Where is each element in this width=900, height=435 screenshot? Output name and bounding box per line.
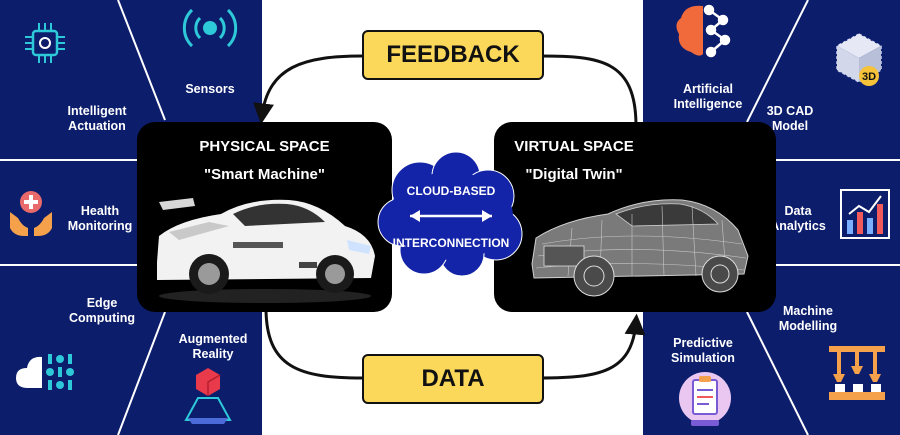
- virtual-space-subtitle: "Digital Twin": [525, 166, 623, 183]
- chip-icon: [25, 23, 65, 63]
- edge-computing-label: Edge Computing: [69, 296, 135, 325]
- health-monitoring-label: Health Monitoring: [67, 204, 133, 233]
- edge-cloud-icon: [16, 354, 74, 390]
- cloud-shape: [377, 151, 523, 276]
- ai-brain-icon: [676, 4, 731, 58]
- health-hands-icon: [10, 191, 52, 236]
- simulation-clipboard-icon: [679, 372, 731, 426]
- data-arrow-left-segment: [264, 307, 363, 380]
- data-arrow-right-segment: [539, 313, 646, 380]
- physical-space-subtitle: "Smart Machine": [204, 166, 325, 183]
- intelligent-actuation-label: Intelligent Actuation: [67, 104, 127, 133]
- physical-space-box: PHYSICAL SPACE "Smart Machine": [137, 122, 392, 312]
- artificial-intelligence-label: Artificial Intelligence: [673, 82, 743, 111]
- physical-space-heading: PHYSICAL SPACE: [199, 138, 330, 155]
- feedback-arrow-right-segment: [539, 54, 638, 127]
- 3d-cad-model-label: 3D CAD Model: [766, 104, 814, 133]
- augmented-reality-label: Augmented Reality: [178, 332, 248, 361]
- smart-machine-car-image: [157, 198, 375, 303]
- machine-modelling-label: Machine Modelling: [778, 304, 838, 333]
- digital-twin-car-image: [531, 199, 749, 297]
- sensor-icon: [182, 8, 238, 48]
- virtual-space-heading: VIRTUAL SPACE: [514, 138, 634, 155]
- analytics-chart-icon: [840, 189, 890, 239]
- 3d-cube-icon: 3D: [836, 33, 882, 86]
- augmented-reality-icon: [184, 368, 232, 424]
- virtual-space-box: VIRTUAL SPACE "Digital Twin": [494, 122, 776, 312]
- cloud-bottom-label: INTERCONNECTION: [392, 236, 510, 250]
- feedback-label: FEEDBACK: [362, 30, 544, 80]
- predictive-simulation-label: Predictive Simulation: [671, 336, 735, 365]
- data-label: DATA: [362, 354, 544, 404]
- cloud-top-label: CLOUD-BASED: [406, 184, 496, 198]
- sensors-label: Sensors: [185, 82, 235, 96]
- 3d-badge-text: 3D: [862, 71, 876, 83]
- robotic-arms-icon: [829, 346, 885, 400]
- feedback-arrow-left-segment: [253, 54, 363, 125]
- data-analytics-label: Data Analytics: [770, 204, 826, 233]
